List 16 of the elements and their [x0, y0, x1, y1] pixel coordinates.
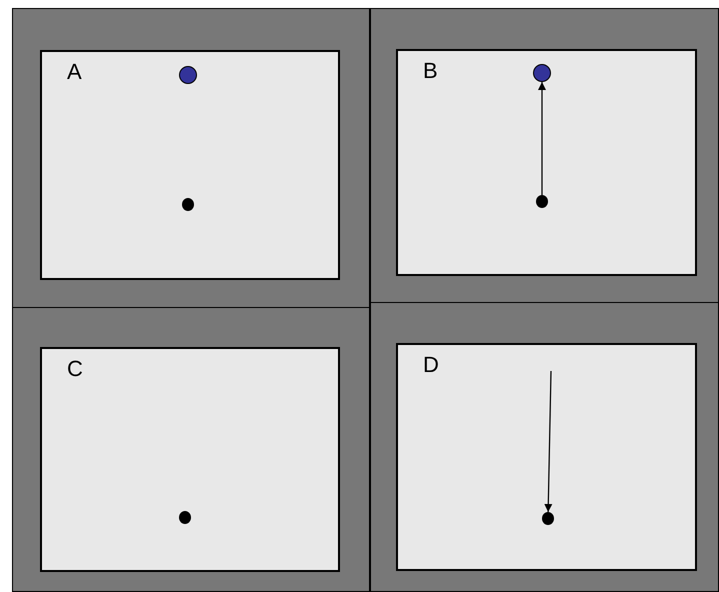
point-dot [179, 511, 191, 524]
point-dot [182, 198, 194, 211]
panel-frame [40, 347, 340, 572]
arrow [544, 370, 552, 512]
panel-letter: B [423, 59, 438, 83]
panel-frame [396, 343, 697, 571]
panel-letter: D [423, 353, 439, 377]
target-dot [179, 66, 197, 84]
point-dot [542, 512, 554, 525]
panel-frame [396, 49, 697, 276]
point-dot [536, 195, 548, 208]
panel-letter: C [67, 357, 83, 381]
target-dot [533, 64, 551, 82]
panel-frame [40, 50, 340, 280]
panel-letter: A [67, 60, 82, 84]
arrow [538, 82, 546, 195]
